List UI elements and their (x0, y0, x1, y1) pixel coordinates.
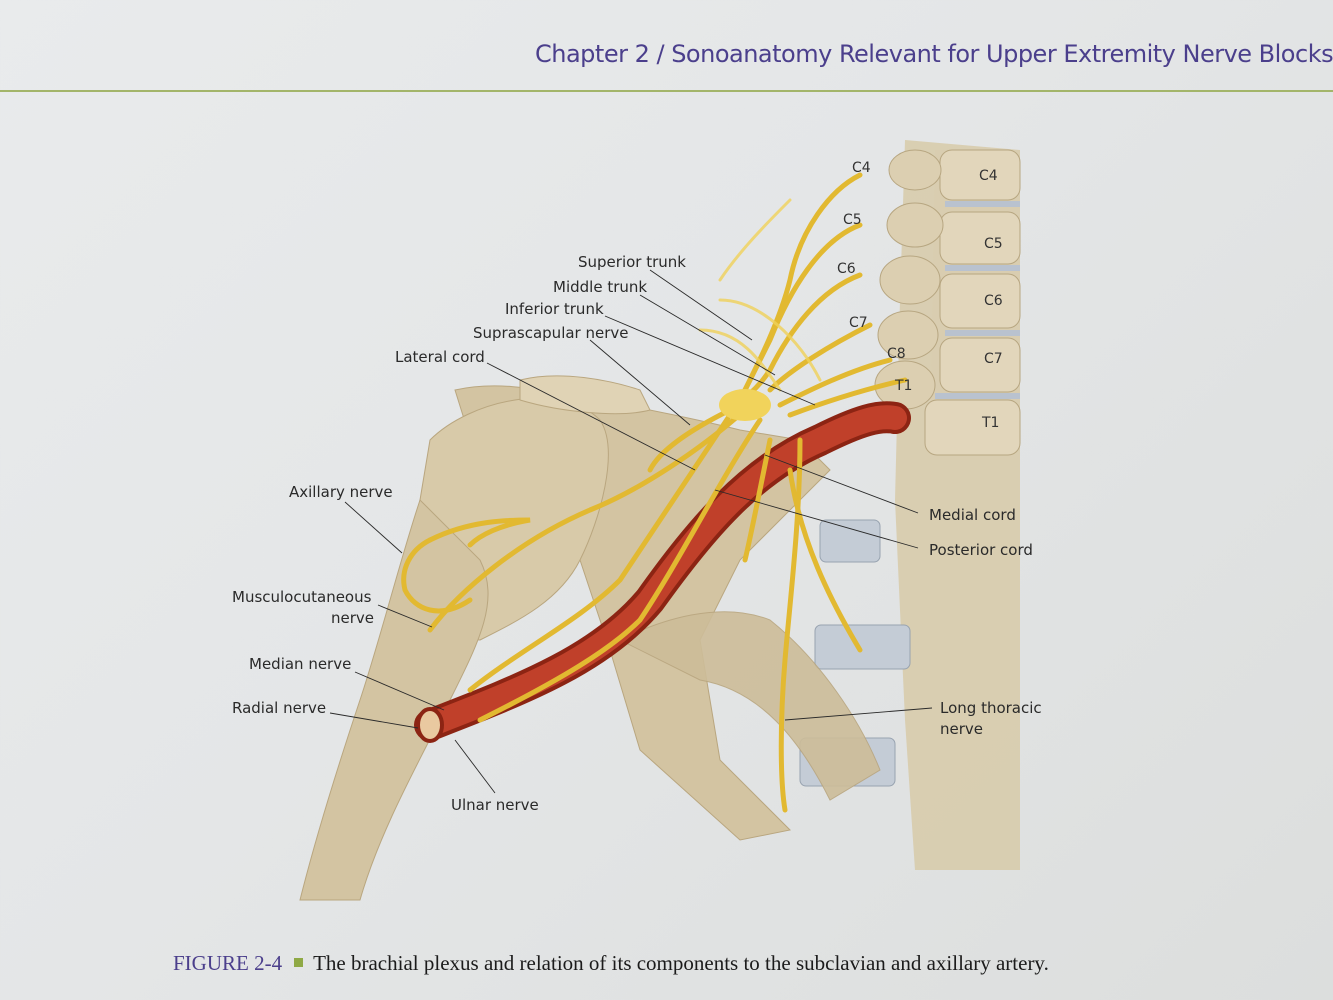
label-medial-cord: Medial cord (929, 506, 1016, 524)
label-musculocutaneous-line1: Musculocutaneous (232, 588, 372, 606)
root-label: C8 (887, 346, 906, 362)
label-leaders (329, 269, 933, 794)
root-label: C7 (849, 315, 868, 331)
root-label: C6 (837, 261, 856, 277)
caption-text: The brachial plexus and relation of its … (313, 951, 1049, 975)
root-label: C5 (843, 212, 862, 228)
label-inferior-trunk: Inferior trunk (505, 300, 604, 318)
label-musculocutaneous-line2: nerve (331, 609, 374, 627)
running-title: Chapter 2 / Sonoanatomy Relevant for Upp… (535, 40, 1333, 68)
label-lateral-cord: Lateral cord (395, 348, 485, 366)
header-rule (0, 90, 1333, 92)
root-label: T1 (894, 378, 912, 394)
caption-square-icon (294, 958, 304, 967)
vertebra-label: C5 (984, 236, 1003, 252)
brachial-plexus-nerves (401, 172, 908, 813)
label-superior-trunk: Superior trunk (578, 253, 686, 271)
running-header: Chapter 2 / Sonoanatomy Relevant for Upp… (535, 40, 1333, 68)
figure-number: FIGURE 2-4 (173, 951, 283, 975)
label-posterior-cord: Posterior cord (929, 541, 1033, 559)
label-median-nerve: Median nerve (249, 655, 351, 673)
label-middle-trunk: Middle trunk (553, 278, 647, 296)
label-suprascapular-nerve: Suprascapular nerve (473, 324, 629, 342)
label-ulnar-nerve: Ulnar nerve (451, 796, 539, 814)
label-long-thoracic-line2: nerve (940, 720, 983, 738)
label-axillary-nerve: Axillary nerve (289, 483, 393, 501)
brachial-plexus-figure: Superior trunk Middle trunk Inferior tru… (232, 140, 1042, 901)
figure-caption: FIGURE 2-4 The brachial plexus and relati… (173, 951, 1049, 976)
root-label: C4 (852, 160, 871, 176)
label-long-thoracic-line1: Long thoracic (940, 699, 1042, 717)
vertebra-label: T1 (981, 415, 999, 431)
vertebra-label: C7 (984, 351, 1003, 367)
subclavian-axillary-artery (414, 401, 911, 743)
vertebra-label: C6 (984, 293, 1003, 309)
figure-labels: Superior trunk Middle trunk Inferior tru… (232, 160, 1042, 814)
vertebra-label: C4 (979, 168, 998, 184)
spine-illustration (799, 140, 1021, 870)
label-radial-nerve: Radial nerve (232, 699, 326, 717)
